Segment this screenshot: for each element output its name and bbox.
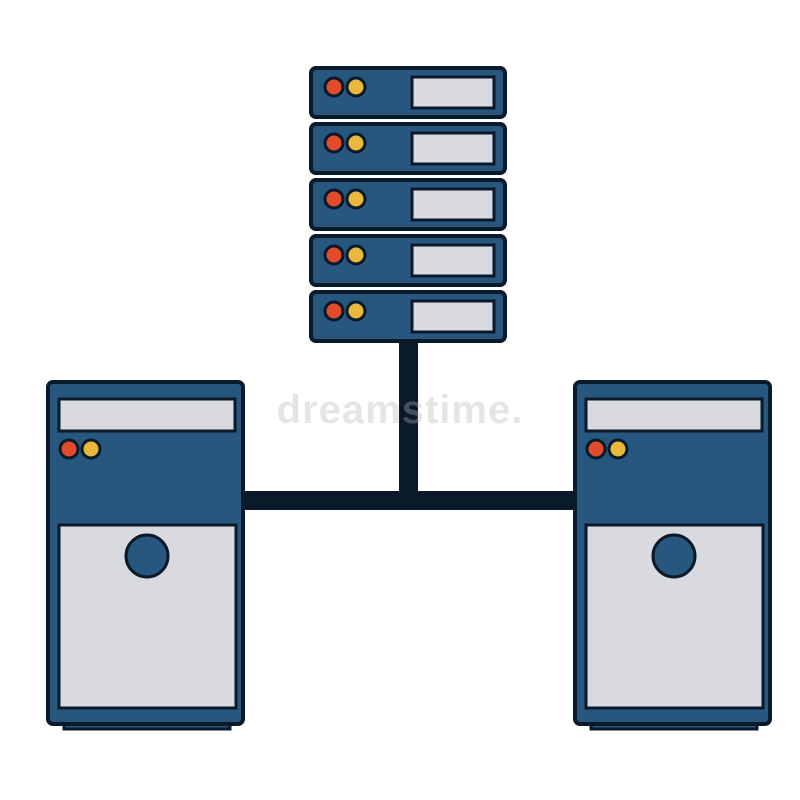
led-icon	[323, 300, 345, 322]
led-icon	[323, 76, 345, 98]
led-icon	[607, 438, 629, 460]
led-icon	[345, 76, 367, 98]
led-icon	[323, 188, 345, 210]
drive-slot	[410, 187, 496, 222]
drive-bay	[57, 397, 237, 433]
drive-slot	[410, 131, 496, 166]
network-cable-icon	[238, 338, 580, 510]
led-icon	[345, 244, 367, 266]
rack-unit	[309, 122, 507, 175]
rack-unit	[309, 178, 507, 231]
server-rack-icon	[309, 66, 507, 343]
power-button-icon	[124, 533, 170, 579]
led-icon	[58, 438, 80, 460]
rack-unit	[309, 234, 507, 287]
desktop-tower-icon	[573, 380, 772, 731]
power-button-icon	[651, 533, 697, 579]
led-icon	[323, 244, 345, 266]
drive-bay	[584, 397, 764, 433]
rack-unit	[309, 66, 507, 119]
drive-slot	[410, 75, 496, 110]
rack-unit	[309, 290, 507, 343]
drive-slot	[410, 243, 496, 278]
led-icon	[80, 438, 102, 460]
led-icon	[323, 132, 345, 154]
horizontal-cable	[238, 491, 580, 510]
led-icon	[345, 132, 367, 154]
vertical-cable	[399, 338, 418, 510]
led-icon	[585, 438, 607, 460]
drive-slot	[410, 299, 496, 334]
led-icon	[345, 188, 367, 210]
led-icon	[345, 300, 367, 322]
desktop-tower-icon	[46, 380, 245, 731]
